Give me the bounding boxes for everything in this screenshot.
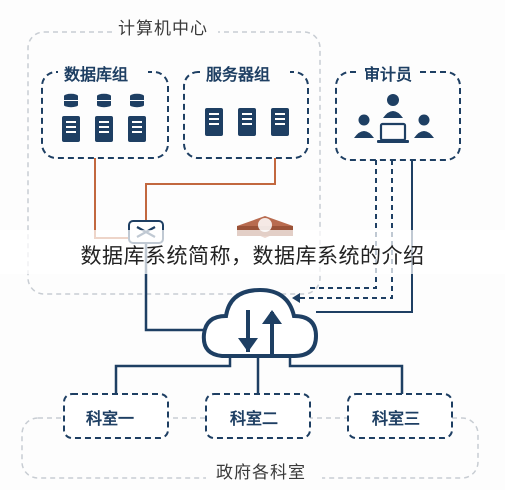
server-group-label: 服务器组 [206,65,271,84]
db-to-switch-line [94,158,130,239]
cloud-to-dept3-line [288,356,404,394]
server-group-box [183,71,309,159]
government-label: 政府各科室 [216,463,306,483]
cloud-to-dept1-line [114,356,232,394]
data-center-label: 计算机中心 [118,19,208,39]
audit-flow-line-1 [300,160,393,299]
dept-2-label: 科室二 [230,409,279,428]
audit-flow-line-2 [306,160,377,289]
overlay-caption: 数据库系统简称，数据库系统的介绍 [80,244,425,268]
database-group-label: 数据库组 [64,65,129,84]
dept-1-box [63,393,169,439]
dept-2-box [205,393,311,439]
dept-1-label: 科室一 [86,409,135,428]
cloud-icon [201,287,319,358]
server-to-switch-line [145,158,276,222]
server-tower-icon [62,116,146,142]
server-icon [205,108,289,136]
dept-3-label: 科室三 [372,409,421,428]
auditor-people-icon [354,94,434,143]
database-icon [64,93,144,108]
dept-3-box [347,393,453,439]
auditor-to-cloud-line [316,160,413,313]
auditor-label: 审计员 [364,65,413,84]
overlay-banner [0,230,505,274]
